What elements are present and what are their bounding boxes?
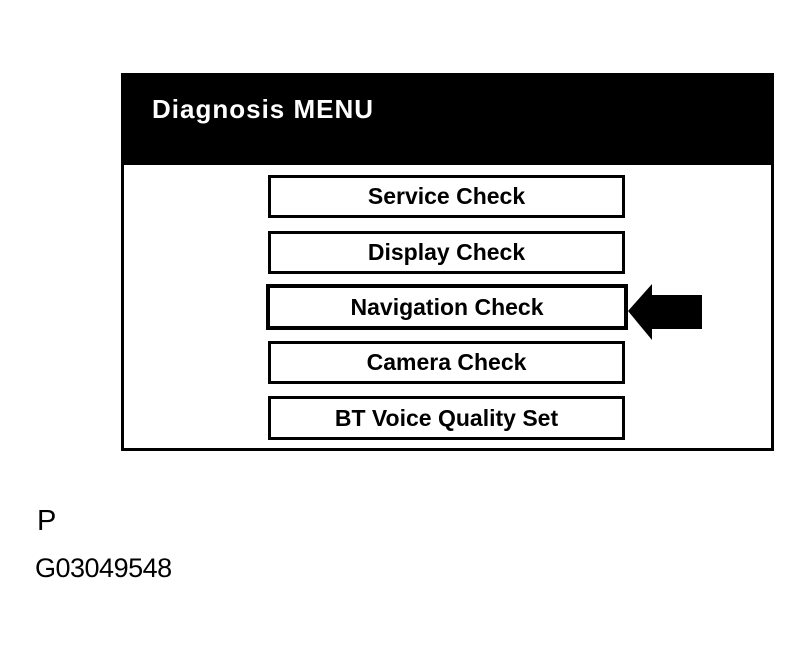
- menu-button-navigation-check[interactable]: Navigation Check: [266, 284, 628, 330]
- menu-button-camera-check[interactable]: Camera Check: [268, 341, 625, 384]
- menu-button-bt-voice-quality-set[interactable]: BT Voice Quality Set: [268, 396, 625, 440]
- menu-button-display-check[interactable]: Display Check: [268, 231, 625, 274]
- figure-panel-label: P: [37, 505, 57, 537]
- screen-title: Diagnosis MENU: [152, 94, 375, 124]
- selection-arrow-icon: [628, 284, 702, 340]
- menu-button-service-check[interactable]: Service Check: [268, 175, 625, 218]
- figure-id-label: G03049548: [35, 553, 172, 583]
- screen-header: Diagnosis MENU: [124, 76, 771, 165]
- diagnosis-menu-screen: Diagnosis MENU: [121, 73, 774, 451]
